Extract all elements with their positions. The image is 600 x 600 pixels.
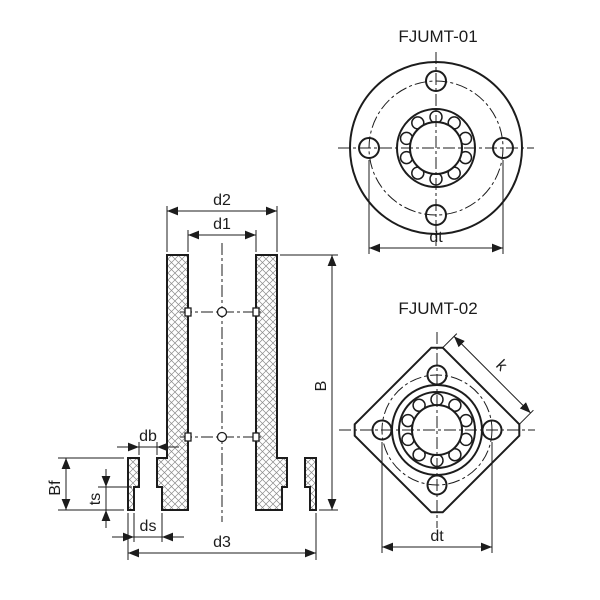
left-wall-section <box>156 254 189 511</box>
side-section-view: d2 d1 B db Bf <box>47 192 338 560</box>
view-title-fjumt01: FJUMT-01 <box>398 27 477 46</box>
fjumt01-view: FJUMT-01 dt <box>338 27 534 254</box>
dim-db: db <box>117 428 179 455</box>
dim-label-ts: ts <box>87 493 104 505</box>
dim-Bf: Bf <box>47 457 124 511</box>
dim-label-k: k <box>492 357 510 375</box>
lower-groove-feature <box>180 431 264 443</box>
dim-label-Bf: Bf <box>47 480 64 496</box>
right-flange-lip-section <box>304 457 317 511</box>
dim-label-ds: ds <box>140 518 157 535</box>
dim-label-dt-square: dt <box>430 528 444 545</box>
left-flange-lip-section <box>127 457 140 511</box>
right-wall-section <box>255 254 288 511</box>
dim-B: B <box>280 254 338 511</box>
view-title-fjumt02: FJUMT-02 <box>398 299 477 318</box>
upper-groove-feature <box>180 306 264 318</box>
dim-dt-round: dt <box>368 160 504 254</box>
ball-track-profile <box>399 110 473 186</box>
dim-label-db: db <box>139 428 157 445</box>
dim-d3: d3 <box>127 513 317 560</box>
dim-d2: d2 <box>166 192 278 252</box>
fjumt02-view: FJUMT-02 k <box>339 299 535 553</box>
dim-label-B: B <box>313 381 330 392</box>
dim-d1: d1 <box>187 216 257 252</box>
dim-dt-square: dt <box>381 442 493 553</box>
dim-label-d2: d2 <box>213 192 231 209</box>
dim-label-dt-round: dt <box>429 229 443 246</box>
dim-label-d3: d3 <box>213 534 231 551</box>
dim-ts: ts <box>87 469 132 528</box>
dim-label-d1: d1 <box>213 216 231 233</box>
dim-ds: ds <box>112 513 184 542</box>
